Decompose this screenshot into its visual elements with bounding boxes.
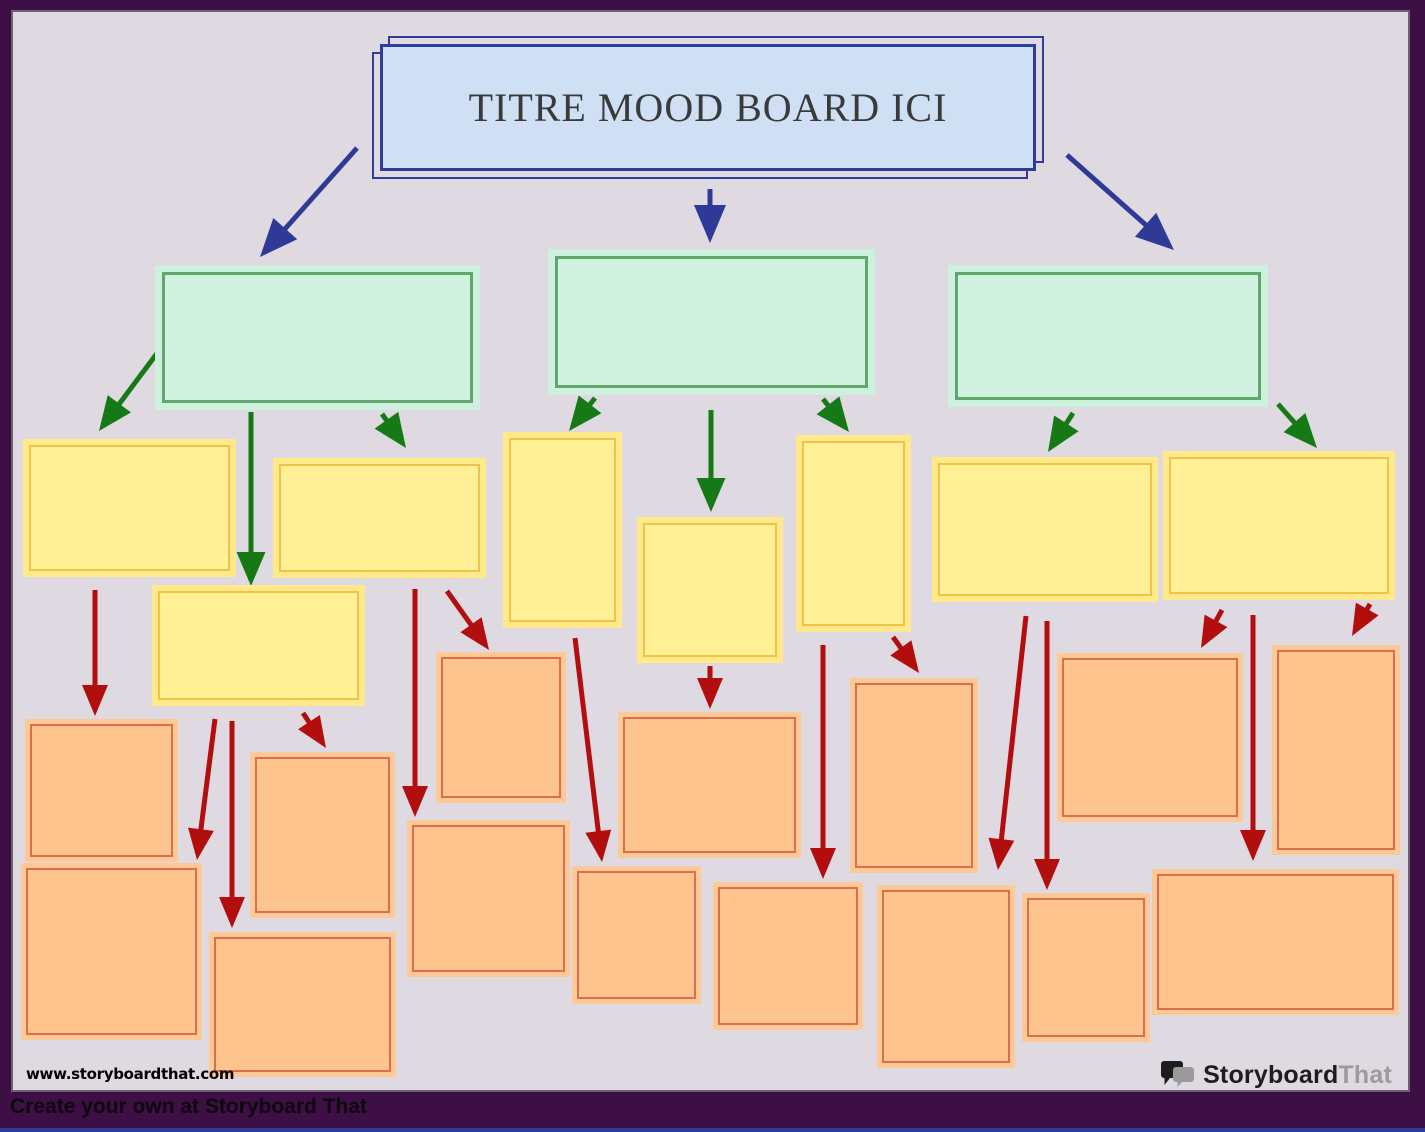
arrow-red-21-head	[890, 640, 919, 673]
orange-box-14-frame	[1157, 874, 1394, 1010]
orange-box-10[interactable]	[850, 678, 978, 873]
yellow-box-1-frame	[29, 445, 230, 571]
arrow-red-17-head	[460, 617, 489, 650]
arrow-red-20-head	[810, 848, 836, 879]
arrow-green-9-head	[816, 396, 849, 432]
credit-text: Create your own at Storyboard That	[10, 1095, 368, 1118]
orange-box-6[interactable]	[407, 820, 570, 977]
speech-bubbles-icon	[1161, 1061, 1195, 1087]
orange-box-4-frame	[214, 937, 391, 1072]
orange-box-13-frame	[1062, 658, 1238, 817]
green-box-1[interactable]	[155, 265, 480, 410]
arrow-green-7-head	[569, 395, 602, 431]
arrow-green-10-head	[1048, 415, 1079, 452]
arrow-red-22-head	[988, 837, 1015, 870]
arrow-green-5-head	[236, 552, 266, 586]
orange-box-15-frame	[1277, 650, 1395, 850]
yellow-box-8-frame	[1169, 457, 1389, 594]
orange-box-10-frame	[855, 683, 973, 868]
board-canvas: TITRE MOOD BOARD ICI www.storyboardthat.…	[11, 10, 1410, 1092]
arrow-blue-1-head	[260, 217, 298, 257]
storyboardthat-logo: StoryboardThat	[1161, 1060, 1392, 1090]
yellow-box-7[interactable]	[932, 457, 1158, 602]
connector-arrows	[82, 146, 1379, 928]
orange-box-5-frame	[441, 657, 561, 798]
arrow-red-16-head	[402, 786, 428, 817]
yellow-box-2[interactable]	[273, 458, 486, 578]
board-title: TITRE MOOD BOARD ICI	[468, 85, 948, 130]
yellow-box-3[interactable]	[152, 585, 365, 706]
arrow-blue-2-head	[694, 205, 726, 243]
orange-box-2[interactable]	[250, 752, 395, 918]
arrow-red-22-line	[997, 615, 1029, 854]
arrow-blue-3-head	[1134, 212, 1174, 250]
orange-box-9[interactable]	[713, 882, 863, 1030]
orange-box-6-frame	[412, 825, 565, 972]
orange-box-8[interactable]	[618, 712, 801, 858]
yellow-box-4-frame	[509, 438, 616, 622]
orange-box-9-frame	[718, 887, 858, 1025]
arrow-red-13-line	[196, 718, 218, 844]
arrow-red-25-head	[1240, 830, 1266, 861]
arrow-red-24-head	[1201, 614, 1228, 648]
orange-box-13[interactable]	[1057, 653, 1243, 822]
logo-text-that: That	[1338, 1060, 1392, 1089]
orange-box-7[interactable]	[572, 866, 701, 1004]
orange-box-3-frame	[26, 868, 197, 1035]
orange-box-12-frame	[1027, 898, 1145, 1037]
yellow-box-2-frame	[279, 464, 480, 572]
arrow-blue-3-line	[1065, 153, 1161, 238]
yellow-box-3-frame	[158, 591, 359, 700]
yellow-box-8[interactable]	[1163, 451, 1395, 600]
green-box-2-frame	[555, 256, 868, 388]
bottom-blue-line	[0, 1128, 1425, 1132]
title-box[interactable]: TITRE MOOD BOARD ICI	[372, 36, 1044, 179]
yellow-box-7-frame	[938, 463, 1152, 596]
arrow-blue-1-line	[272, 146, 359, 244]
orange-box-12[interactable]	[1022, 893, 1150, 1042]
arrow-red-18-head	[585, 829, 612, 862]
orange-box-8-frame	[623, 717, 796, 853]
arrow-red-23-head	[1034, 859, 1060, 890]
arrow-red-12-head	[82, 685, 108, 716]
arrow-red-14-head	[219, 897, 245, 928]
arrow-red-18-line	[572, 637, 603, 846]
orange-box-11[interactable]	[877, 885, 1015, 1068]
arrow-green-6-head	[374, 411, 406, 448]
orange-box-11-frame	[882, 890, 1010, 1063]
orange-box-3[interactable]	[21, 863, 202, 1040]
orange-box-2-frame	[255, 757, 390, 913]
arrow-red-13-head	[188, 827, 214, 860]
orange-box-4[interactable]	[209, 932, 396, 1077]
logo-text-storyboard: Storyboard	[1203, 1060, 1339, 1089]
yellow-box-5-frame	[643, 523, 777, 657]
orange-box-1[interactable]	[25, 719, 178, 862]
green-box-1-frame	[162, 272, 473, 403]
yellow-box-6[interactable]	[796, 435, 911, 632]
green-box-2[interactable]	[548, 249, 875, 395]
orange-box-7-frame	[577, 871, 696, 999]
orange-box-14[interactable]	[1152, 869, 1399, 1015]
arrow-green-11-head	[1283, 412, 1317, 448]
orange-box-15[interactable]	[1272, 645, 1400, 855]
website-url: www.storyboardthat.com	[26, 1065, 235, 1083]
orange-box-1-frame	[30, 724, 173, 857]
yellow-box-1[interactable]	[23, 439, 236, 577]
yellow-box-5[interactable]	[637, 517, 783, 663]
arrow-red-26-head	[1352, 602, 1379, 636]
green-box-3[interactable]	[948, 265, 1268, 407]
green-box-3-frame	[955, 272, 1261, 400]
yellow-box-6-frame	[802, 441, 905, 626]
orange-box-5[interactable]	[436, 652, 566, 803]
arrow-red-19-head	[697, 678, 723, 709]
title-face: TITRE MOOD BOARD ICI	[380, 44, 1036, 171]
arrow-green-8-head	[696, 478, 726, 512]
arrow-green-4-head	[99, 395, 131, 431]
arrow-red-15-head	[298, 714, 326, 748]
yellow-box-4[interactable]	[503, 432, 622, 628]
